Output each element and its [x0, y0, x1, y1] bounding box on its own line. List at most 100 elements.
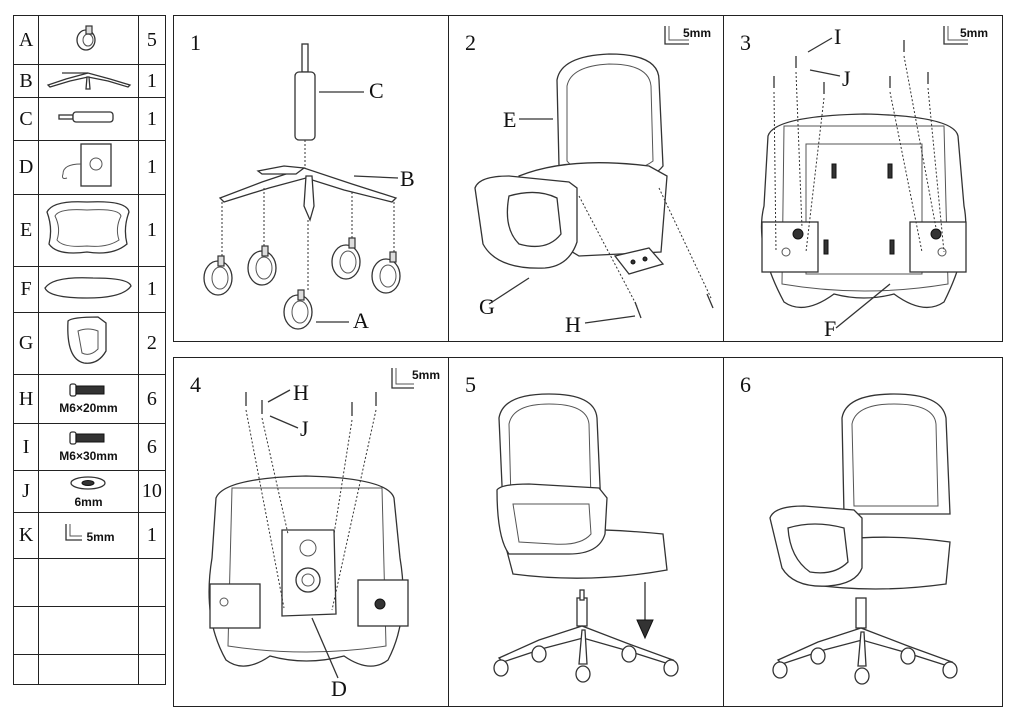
part-row: H M6×20mm 6 [12, 374, 167, 424]
allen-key-size: 5mm [960, 26, 989, 40]
part-picture [38, 266, 139, 313]
step-number: 4 [190, 372, 201, 397]
washer-icon [68, 475, 108, 491]
step-3-panel: 3 5mm I J F [723, 15, 1003, 342]
base-assembly-illustration [203, 43, 401, 330]
label-h: H [293, 380, 309, 405]
seat-icon [43, 272, 133, 302]
part-quantity: 5 [137, 15, 167, 65]
bolt-icon [68, 383, 108, 397]
caster-wheel-icon [203, 255, 233, 296]
part-quantity: 1 [137, 194, 167, 267]
label-h: H [565, 312, 581, 337]
step-4-panel: 4 5mm H J D [173, 357, 449, 707]
seat-on-base-illustration [493, 393, 679, 683]
part-picture [38, 97, 139, 141]
part-letter [12, 654, 40, 685]
part-picture [38, 140, 139, 195]
allen-key-icon [943, 26, 968, 45]
label-d: D [331, 676, 347, 701]
part-row [12, 606, 167, 655]
backrest-armrest-illustration [474, 26, 714, 324]
part-row: K 5mm 1 [12, 512, 167, 559]
completed-chair-illustration [769, 393, 958, 685]
base-icon [46, 67, 132, 91]
part-letter: H [12, 374, 40, 424]
allen-key-icon [62, 522, 84, 544]
part-quantity: 6 [137, 423, 167, 471]
backrest-icon [43, 198, 133, 258]
allen-key-icon [664, 26, 689, 45]
bolt-icon [68, 431, 108, 445]
part-quantity: 1 [137, 140, 167, 195]
part-picture: M6×20mm [38, 374, 139, 424]
label-c: C [369, 78, 384, 103]
part-quantity [137, 606, 167, 655]
part-row [12, 558, 167, 607]
label-i: I [834, 24, 842, 49]
part-letter: E [12, 194, 40, 267]
armrest-icon [58, 315, 118, 367]
part-size: 6mm [74, 494, 103, 509]
part-picture: 6mm [38, 470, 139, 513]
label-a: A [353, 308, 369, 333]
allen-key-size: 5mm [683, 26, 712, 40]
label-f: F [824, 316, 837, 341]
mechanism-attachment-illustration [208, 368, 414, 679]
part-quantity: 2 [137, 312, 167, 375]
part-picture: 5mm [38, 512, 139, 559]
label-g: G [479, 294, 495, 319]
part-picture [38, 558, 139, 607]
part-picture [38, 15, 139, 65]
part-letter: C [12, 97, 40, 141]
part-quantity [137, 558, 167, 607]
part-quantity: 1 [137, 97, 167, 141]
part-size: M6×20mm [59, 401, 118, 415]
part-size: 5mm [86, 530, 115, 544]
caster-wheel-icon [68, 24, 108, 52]
part-letter: G [12, 312, 40, 375]
allen-key-size: 5mm [412, 368, 441, 382]
part-picture [38, 606, 139, 655]
part-quantity: 1 [137, 64, 167, 98]
part-picture [38, 194, 139, 267]
part-picture [38, 64, 139, 98]
part-letter: A [12, 15, 40, 65]
part-letter [12, 606, 40, 655]
step-5-panel: 5 [448, 357, 724, 707]
part-row: J 6mm 10 [12, 470, 167, 513]
part-quantity: 10 [137, 470, 167, 513]
part-quantity: 1 [137, 512, 167, 559]
step-6-panel: 6 [723, 357, 1003, 707]
seat-underside-illustration [760, 26, 968, 329]
label-j: J [842, 66, 851, 91]
step-number: 3 [740, 30, 751, 55]
mechanism-plate-icon [53, 142, 123, 188]
part-letter: K [12, 512, 40, 559]
step-1-panel: 1 C B A [173, 15, 449, 342]
step-number: 2 [465, 30, 476, 55]
part-letter: B [12, 64, 40, 98]
step-number: 5 [465, 372, 476, 397]
part-letter: I [12, 423, 40, 471]
label-e: E [503, 107, 517, 132]
part-picture [38, 654, 139, 685]
allen-key-icon [391, 368, 414, 389]
part-quantity: 6 [137, 374, 167, 424]
part-row [12, 654, 167, 685]
gas-cylinder-icon [53, 107, 123, 127]
part-letter [12, 558, 40, 607]
part-quantity: 1 [137, 266, 167, 313]
part-letter: J [12, 470, 40, 513]
step-number: 6 [740, 372, 751, 397]
step-2-panel: 2 5mm E G H [448, 15, 724, 342]
part-letter: D [12, 140, 40, 195]
